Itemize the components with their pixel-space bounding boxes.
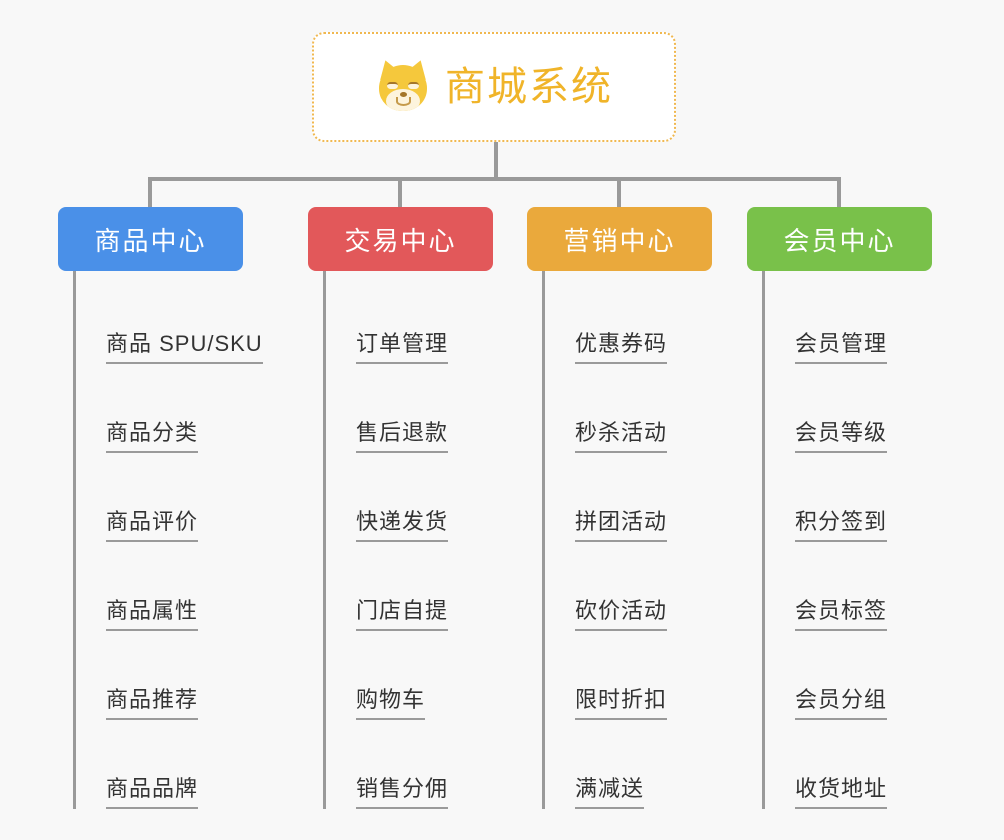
- leaf-item[interactable]: 会员管理: [765, 275, 932, 364]
- leaf-item-label: 会员等级: [795, 415, 888, 453]
- branch-column-4: 会员中心会员管理会员等级积分签到会员标签会员分组收货地址: [747, 207, 932, 809]
- leaf-item[interactable]: 商品分类: [76, 364, 243, 453]
- leaf-item[interactable]: 优惠券码: [545, 275, 712, 364]
- branch-header-trade-center[interactable]: 交易中心: [308, 207, 493, 271]
- leaf-item[interactable]: 商品属性: [76, 542, 243, 631]
- leaf-item[interactable]: 商品 SPU/SKU: [76, 275, 263, 364]
- leaf-item[interactable]: 收货地址: [765, 720, 932, 809]
- leaf-item-label: 售后退款: [356, 415, 449, 453]
- leaf-item-label: 会员分组: [795, 682, 888, 720]
- leaf-item[interactable]: 订单管理: [326, 275, 493, 364]
- branch-leaf-list-trade-center: 订单管理售后退款快递发货门店自提购物车销售分佣: [323, 271, 493, 809]
- leaf-item[interactable]: 拼团活动: [545, 453, 712, 542]
- leaf-item[interactable]: 商品推荐: [76, 631, 243, 720]
- leaf-item[interactable]: 积分签到: [765, 453, 932, 542]
- leaf-item[interactable]: 快递发货: [326, 453, 493, 542]
- leaf-item[interactable]: 限时折扣: [545, 631, 712, 720]
- leaf-item[interactable]: 会员分组: [765, 631, 932, 720]
- leaf-item-label: 限时折扣: [575, 682, 668, 720]
- leaf-item[interactable]: 秒杀活动: [545, 364, 712, 453]
- leaf-item-label: 商品评价: [106, 504, 199, 542]
- shiba-inu-face-icon: [374, 57, 432, 115]
- leaf-item[interactable]: 会员标签: [765, 542, 932, 631]
- leaf-item-label: 商品品牌: [106, 771, 199, 809]
- leaf-item[interactable]: 满减送: [545, 720, 712, 809]
- connector-root-stem: [494, 142, 498, 180]
- leaf-item-label: 订单管理: [356, 326, 449, 364]
- root-node[interactable]: 商城系统: [312, 32, 676, 142]
- leaf-item[interactable]: 会员等级: [765, 364, 932, 453]
- leaf-item[interactable]: 门店自提: [326, 542, 493, 631]
- leaf-item-label: 商品分类: [106, 415, 199, 453]
- branch-header-member-center[interactable]: 会员中心: [747, 207, 932, 271]
- leaf-item-label: 砍价活动: [575, 593, 668, 631]
- leaf-item-label: 商品 SPU/SKU: [106, 326, 263, 364]
- branch-leaf-list-member-center: 会员管理会员等级积分签到会员标签会员分组收货地址: [762, 271, 932, 809]
- leaf-item-label: 会员标签: [795, 593, 888, 631]
- leaf-item-label: 商品属性: [106, 593, 199, 631]
- connector-horizontal-bus: [150, 177, 840, 181]
- connector-drop-3: [617, 177, 621, 207]
- leaf-item-label: 门店自提: [356, 593, 449, 631]
- leaf-item-label: 销售分佣: [356, 771, 449, 809]
- leaf-item[interactable]: 商品评价: [76, 453, 243, 542]
- leaf-item[interactable]: 购物车: [326, 631, 493, 720]
- branch-header-product-center[interactable]: 商品中心: [58, 207, 243, 271]
- connector-drop-4: [837, 177, 841, 207]
- connector-drop-1: [148, 177, 152, 207]
- leaf-item-label: 商品推荐: [106, 682, 199, 720]
- leaf-item-label: 会员管理: [795, 326, 888, 364]
- branch-leaf-list-marketing-center: 优惠券码秒杀活动拼团活动砍价活动限时折扣满减送: [542, 271, 712, 809]
- connector-drop-2: [398, 177, 402, 207]
- branch-leaf-list-product-center: 商品 SPU/SKU 商品分类商品评价商品属性商品推荐商品品牌: [73, 271, 263, 809]
- branch-column-1: 商品中心商品 SPU/SKU 商品分类商品评价商品属性商品推荐商品品牌: [58, 207, 263, 809]
- leaf-item-label: 收货地址: [795, 771, 888, 809]
- branch-column-3: 营销中心优惠券码秒杀活动拼团活动砍价活动限时折扣满减送: [527, 207, 712, 809]
- leaf-item[interactable]: 销售分佣: [326, 720, 493, 809]
- leaf-item-label: 秒杀活动: [575, 415, 668, 453]
- root-title: 商城系统: [445, 65, 613, 109]
- leaf-item[interactable]: 砍价活动: [545, 542, 712, 631]
- leaf-item-label: 快递发货: [356, 504, 449, 542]
- leaf-item-label: 积分签到: [795, 504, 888, 542]
- leaf-item[interactable]: 商品品牌: [76, 720, 243, 809]
- leaf-item[interactable]: 售后退款: [326, 364, 493, 453]
- branch-column-2: 交易中心订单管理售后退款快递发货门店自提购物车销售分佣: [308, 207, 493, 809]
- branch-header-marketing-center[interactable]: 营销中心: [527, 207, 712, 271]
- leaf-item-label: 满减送: [575, 771, 645, 809]
- leaf-item-label: 购物车: [356, 682, 426, 720]
- leaf-item-label: 拼团活动: [575, 504, 668, 542]
- leaf-item-label: 优惠券码: [575, 326, 668, 364]
